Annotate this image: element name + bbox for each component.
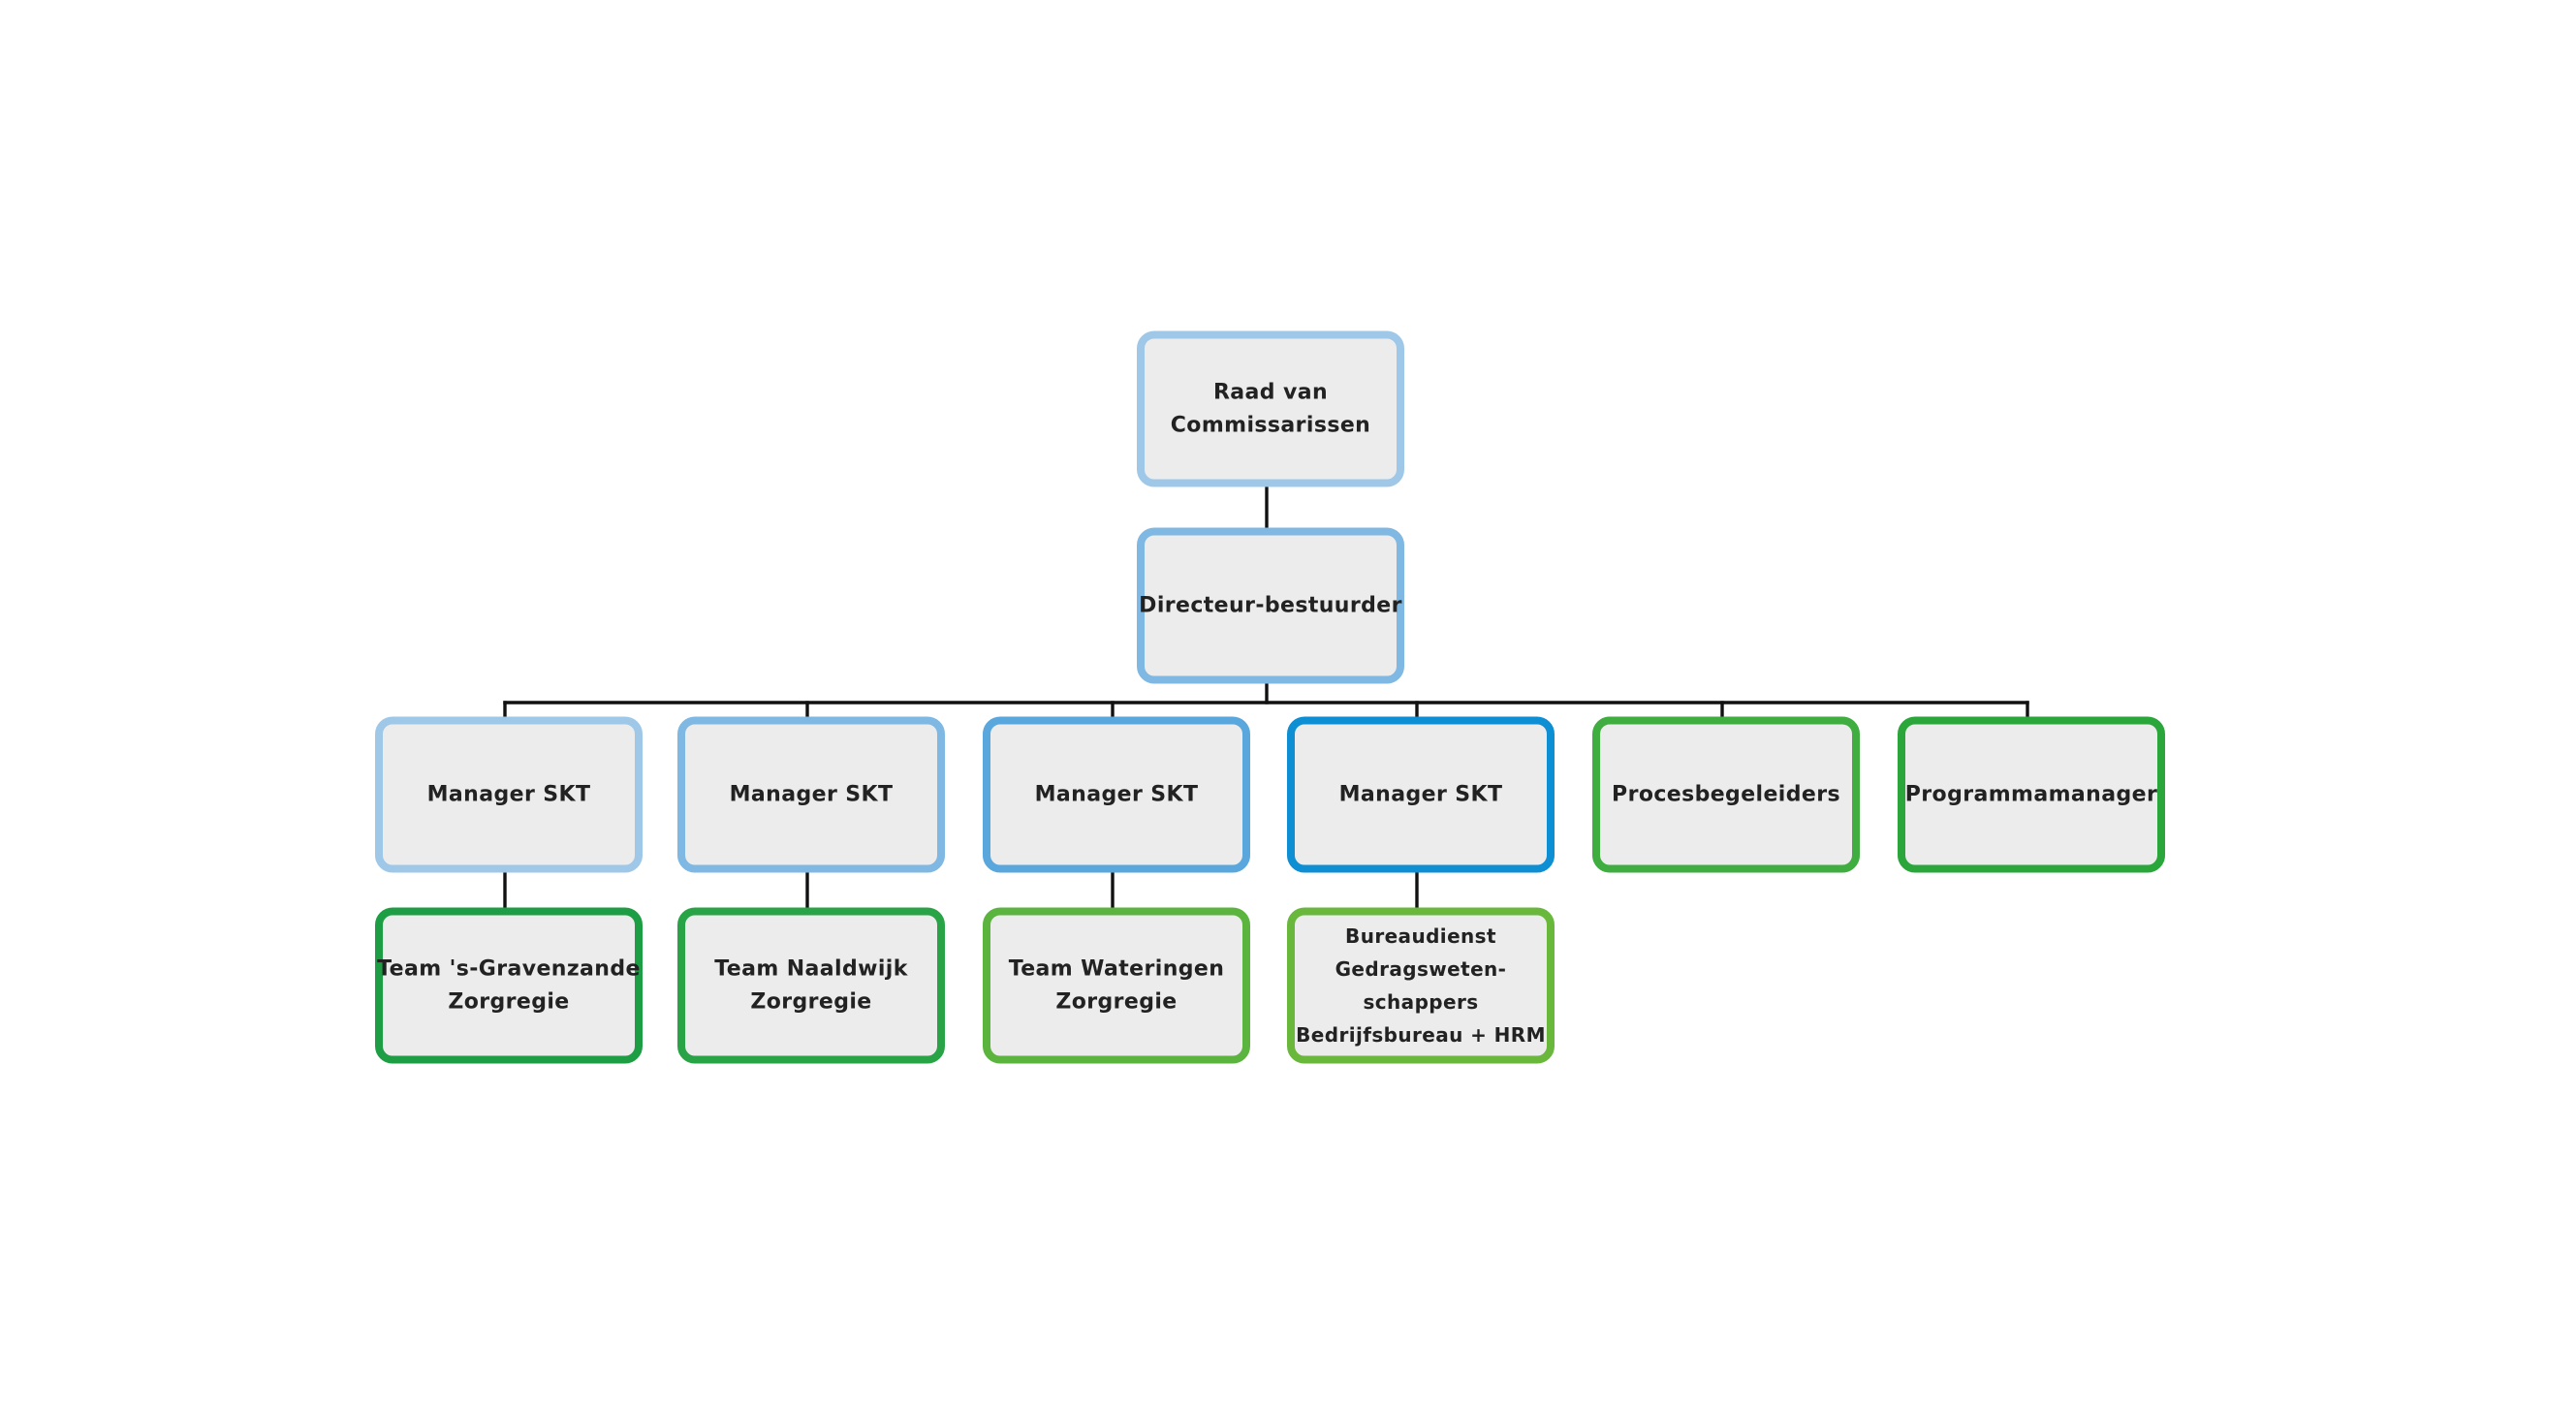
node-box-manager-2	[677, 716, 945, 873]
node-label-manager-2-0: Manager SKT	[730, 783, 894, 807]
node-box-team-gravenzande	[375, 907, 643, 1064]
node-label-bureaudienst-3: Bedrijfsbureau + HRM	[1296, 1023, 1546, 1047]
node-box-procesbegeleiders	[1592, 716, 1860, 873]
node-box-bureaudienst	[1287, 907, 1555, 1064]
node-directeur: Directeur-bestuurder	[1137, 527, 1404, 684]
node-manager-4: Manager SKT	[1287, 716, 1555, 873]
node-label-manager-4-0: Manager SKT	[1339, 783, 1503, 807]
node-label-programmamanager-0: Programmamanager	[1905, 783, 2157, 807]
node-box-raad	[1137, 330, 1404, 487]
node-label-raad-1: Commissarissen	[1171, 414, 1370, 438]
node-programmamanager: Programmamanager	[1898, 716, 2165, 873]
node-label-team-wateringen-0: Team Wateringen	[1009, 957, 1225, 982]
node-label-raad-0: Raad van	[1213, 381, 1328, 405]
node-label-team-naaldwijk-1: Zorgregie	[750, 990, 871, 1015]
node-manager-1: Manager SKT	[375, 716, 643, 873]
node-label-procesbegeleiders-0: Procesbegeleiders	[1612, 783, 1840, 807]
node-label-bureaudienst-2: schappers	[1363, 990, 1478, 1014]
node-label-bureaudienst-1: Gedragsweten-	[1335, 957, 1507, 981]
node-label-directeur-0: Directeur-bestuurder	[1139, 594, 1402, 618]
node-label-team-naaldwijk-0: Team Naaldwijk	[714, 957, 908, 982]
org-nodes: Raad vanCommissarissenDirecteur-bestuurd…	[375, 330, 2165, 1064]
node-box-programmamanager	[1898, 716, 2165, 873]
node-box-directeur	[1137, 527, 1404, 684]
node-box-manager-4	[1287, 716, 1555, 873]
node-label-manager-1-0: Manager SKT	[427, 783, 591, 807]
node-bureaudienst: BureaudienstGedragsweten-schappersBedrij…	[1287, 907, 1555, 1064]
node-box-manager-1	[375, 716, 643, 873]
node-box-team-naaldwijk	[677, 907, 945, 1064]
node-box-manager-3	[983, 716, 1250, 873]
node-label-team-gravenzande-1: Zorgregie	[448, 990, 569, 1015]
node-procesbegeleiders: Procesbegeleiders	[1592, 716, 1860, 873]
node-manager-2: Manager SKT	[677, 716, 945, 873]
node-label-manager-3-0: Manager SKT	[1035, 783, 1199, 807]
node-label-team-gravenzande-0: Team 's-Gravenzande	[377, 957, 641, 982]
node-box-team-wateringen	[983, 907, 1250, 1064]
node-label-team-wateringen-1: Zorgregie	[1055, 990, 1177, 1015]
node-manager-3: Manager SKT	[983, 716, 1250, 873]
node-label-bureaudienst-0: Bureaudienst	[1345, 924, 1496, 948]
